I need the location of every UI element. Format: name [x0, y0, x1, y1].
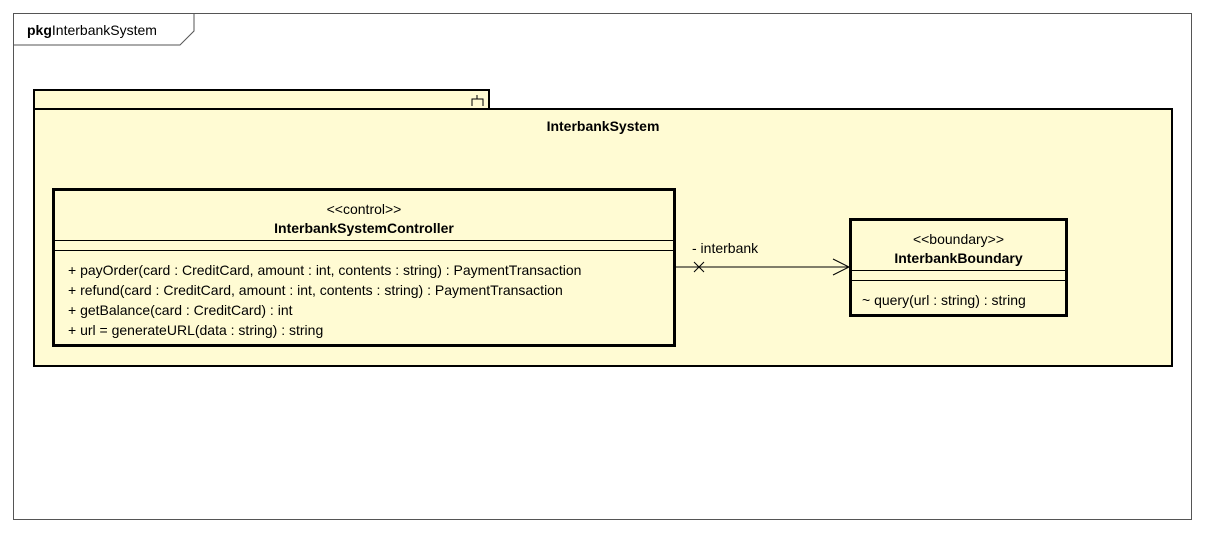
- class-header: <<boundary>> InterbankBoundary: [852, 230, 1065, 268]
- operation-list: ~ query(url : string) : string: [862, 290, 1026, 310]
- diagram-frame: [13, 13, 1192, 520]
- operation-list: + payOrder(card : CreditCard, amount : i…: [68, 260, 581, 340]
- class-divider: [852, 270, 1065, 271]
- operation-item[interactable]: ~ query(url : string) : string: [862, 292, 1026, 308]
- class-divider: [55, 250, 673, 251]
- operation-item[interactable]: + payOrder(card : CreditCard, amount : i…: [68, 262, 582, 278]
- non-navigable-x-mark: [693, 261, 705, 273]
- operation-item[interactable]: + url = generateURL(data : string) : str…: [68, 322, 324, 338]
- class-header: <<control>> InterbankSystemController: [55, 200, 673, 238]
- class-name: InterbankSystemController: [274, 220, 454, 236]
- frame-title: pkgInterbankSystem: [27, 22, 157, 38]
- class-divider: [55, 240, 673, 241]
- class-interbank-system-controller[interactable]: <<control>> InterbankSystemController + …: [52, 188, 676, 347]
- class-divider: [852, 280, 1065, 281]
- class-stereotype: <<control>>: [326, 201, 402, 217]
- operation-item[interactable]: + getBalance(card : CreditCard) : int: [68, 302, 293, 318]
- navigable-arrowhead: [832, 258, 851, 276]
- class-stereotype: <<boundary>>: [912, 231, 1005, 247]
- operation-item[interactable]: + refund(card : CreditCard, amount : int…: [68, 282, 563, 298]
- package-name: InterbankSystem: [546, 118, 660, 134]
- class-interbank-boundary[interactable]: <<boundary>> InterbankBoundary ~ query(u…: [849, 218, 1068, 317]
- association-role-label: - interbank: [692, 240, 759, 256]
- frame-kind: pkg: [27, 22, 52, 38]
- frame-name: InterbankSystem: [51, 22, 157, 38]
- class-name: InterbankBoundary: [894, 250, 1023, 266]
